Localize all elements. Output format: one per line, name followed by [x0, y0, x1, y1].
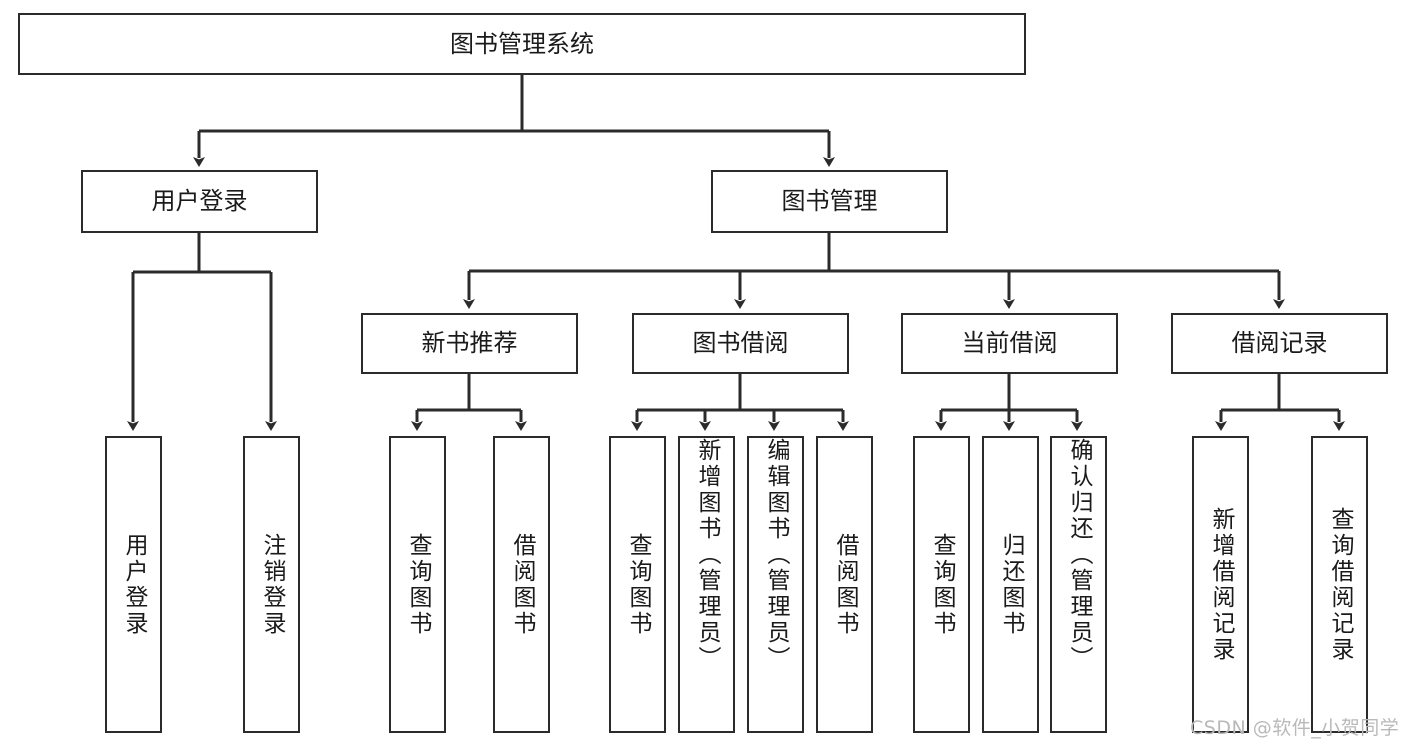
node-leaf-query-book-2[interactable]: 查询图书: [609, 436, 666, 733]
node-borrow-record[interactable]: 借阅记录: [1171, 313, 1388, 374]
node-leaf-confirm-return[interactable]: 确认归还（管理员）: [1050, 436, 1107, 733]
node-book-borrow[interactable]: 图书借阅: [632, 313, 849, 374]
node-book-management[interactable]: 图书管理: [711, 170, 948, 233]
node-borrow-record-label: 借阅记录: [1231, 329, 1328, 358]
node-leaf-user-login[interactable]: 用户登录: [105, 436, 162, 733]
node-new-book-recommend-label: 新书推荐: [421, 329, 518, 358]
node-current-borrow-label: 当前借阅: [961, 329, 1058, 358]
node-leaf-query-book-1-label: 查询图书: [405, 532, 431, 637]
node-leaf-add-book-label: 新增图书（管理员）: [694, 438, 720, 672]
node-user-login-label: 用户登录: [151, 187, 248, 216]
node-leaf-logout-label: 注销登录: [259, 532, 285, 637]
node-leaf-query-book-3-label: 查询图书: [929, 532, 955, 637]
node-leaf-query-record-label: 查询借阅记录: [1327, 506, 1353, 663]
node-leaf-borrow-book-1[interactable]: 借阅图书: [493, 436, 550, 733]
node-leaf-add-book[interactable]: 新增图书（管理员）: [678, 436, 735, 733]
node-leaf-borrow-book-2[interactable]: 借阅图书: [816, 436, 873, 733]
node-root-label: 图书管理系统: [450, 29, 594, 58]
csdn-watermark: CSDN @软件_小贺同学: [1190, 717, 1400, 739]
node-leaf-add-record[interactable]: 新增借阅记录: [1192, 436, 1249, 733]
node-leaf-query-book-3[interactable]: 查询图书: [913, 436, 970, 733]
node-book-management-label: 图书管理: [781, 187, 878, 216]
node-leaf-query-book-2-label: 查询图书: [625, 532, 651, 637]
node-leaf-borrow-book-1-label: 借阅图书: [509, 532, 535, 637]
node-leaf-user-login-label: 用户登录: [121, 532, 147, 637]
node-leaf-query-record[interactable]: 查询借阅记录: [1311, 436, 1368, 733]
node-leaf-edit-book-label: 编辑图书（管理员）: [763, 438, 789, 672]
node-leaf-query-book-1[interactable]: 查询图书: [389, 436, 446, 733]
node-book-borrow-label: 图书借阅: [692, 329, 789, 358]
node-leaf-edit-book[interactable]: 编辑图书（管理员）: [747, 436, 804, 733]
node-leaf-confirm-return-label: 确认归还（管理员）: [1066, 438, 1092, 672]
node-root[interactable]: 图书管理系统: [18, 13, 1026, 75]
node-new-book-recommend[interactable]: 新书推荐: [361, 313, 578, 374]
node-current-borrow[interactable]: 当前借阅: [901, 313, 1118, 374]
node-leaf-return-book-label: 归还图书: [998, 532, 1024, 637]
node-leaf-borrow-book-2-label: 借阅图书: [832, 532, 858, 637]
node-user-login[interactable]: 用户登录: [81, 170, 318, 233]
node-leaf-logout[interactable]: 注销登录: [243, 436, 300, 733]
node-leaf-return-book[interactable]: 归还图书: [982, 436, 1039, 733]
node-leaf-add-record-label: 新增借阅记录: [1208, 506, 1234, 663]
